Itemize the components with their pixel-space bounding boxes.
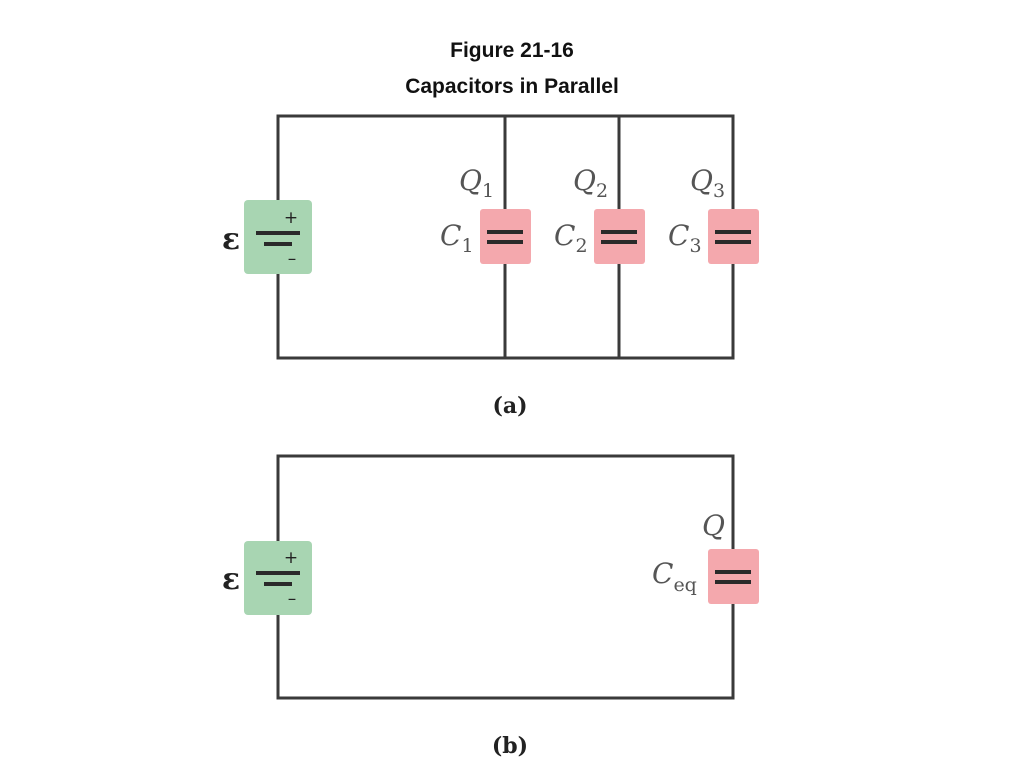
battery-b-plus: + <box>284 548 298 568</box>
capacitor-ceq-highlight <box>708 549 759 604</box>
capacitor-c1: Q1 C1 <box>440 164 531 264</box>
capacitance-c3-label: C3 <box>668 219 702 257</box>
battery-a-plus: + <box>284 208 298 228</box>
figure-number: Figure 21-16 <box>450 39 574 62</box>
capacitor-c3: Q3 C3 <box>668 164 759 264</box>
panel-a-label: (a) <box>492 393 527 419</box>
capacitance-c2-label: C2 <box>554 219 588 257</box>
panel-b-label: (b) <box>492 733 528 759</box>
emf-symbol-b: ε <box>222 562 240 597</box>
charge-q-label: Q <box>702 509 725 542</box>
battery-a: + – <box>244 200 312 274</box>
circuit-b-wires <box>276 454 735 700</box>
charge-q3-label: Q3 <box>690 164 725 202</box>
battery-b-highlight <box>244 541 312 615</box>
charge-q1-label: Q1 <box>459 164 494 202</box>
circuit-a: + – ε Q1 C1 Q2 C2 <box>222 114 759 419</box>
figure-title: Capacitors in Parallel <box>405 75 619 98</box>
capacitor-ceq: Q Ceq <box>652 509 759 604</box>
battery-a-highlight <box>244 200 312 274</box>
battery-b-minus: – <box>288 589 297 609</box>
capacitor-c2-highlight <box>594 209 645 264</box>
capacitor-c3-highlight <box>708 209 759 264</box>
charge-q2-label: Q2 <box>573 164 608 202</box>
capacitor-c2: Q2 C2 <box>554 164 645 264</box>
battery-b: + – <box>244 541 312 615</box>
capacitance-ceq-label: Ceq <box>652 557 697 596</box>
battery-a-minus: – <box>288 249 297 269</box>
capacitor-c1-highlight <box>480 209 531 264</box>
emf-symbol-a: ε <box>222 222 240 257</box>
circuit-b: + – ε Q Ceq (b) <box>222 454 759 759</box>
capacitance-c1-label: C1 <box>440 219 474 257</box>
